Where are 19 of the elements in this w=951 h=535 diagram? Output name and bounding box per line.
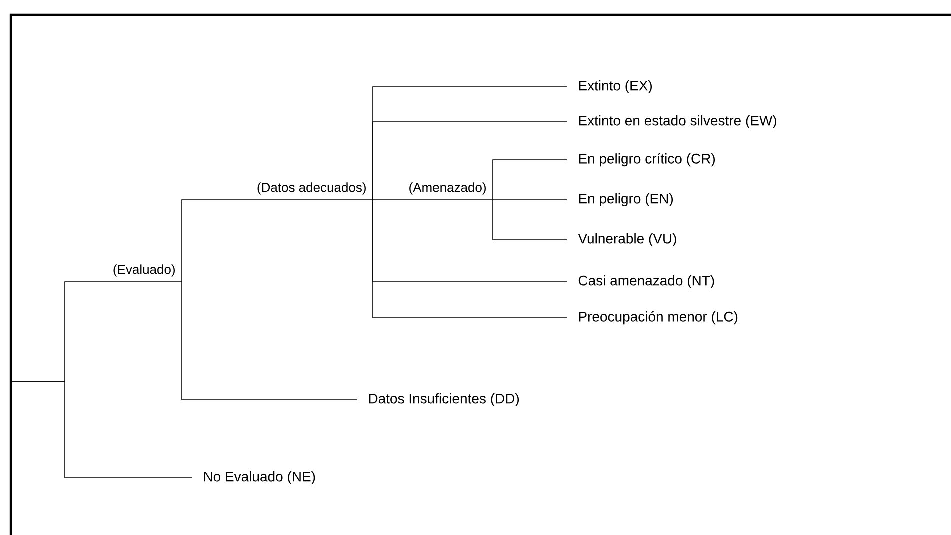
category-label: Casi amenazado (NT)	[578, 275, 714, 289]
category-label: Extinto en estado silvestre (EW)	[579, 115, 776, 129]
tree-line	[182, 200, 374, 282]
tree-line	[12, 382, 192, 478]
category-label: No Evaluado (NE)	[204, 471, 316, 485]
category-label: Extinto (EX)	[579, 80, 652, 94]
tree-line	[492, 200, 568, 240]
branch-label: (Amenazado)	[410, 182, 486, 195]
branch-label: (Datos adecuados)	[258, 182, 366, 195]
category-label: Vulnerable (VU)	[578, 233, 676, 247]
tree-line	[372, 200, 568, 318]
category-label: Preocupación menor (LC)	[579, 311, 738, 325]
category-label: Datos Insuficientes (DD)	[369, 393, 520, 407]
tree-line	[372, 122, 568, 200]
tree-line	[182, 282, 358, 400]
tree-line	[492, 160, 568, 200]
branch-label: (Evaluado)	[114, 264, 175, 277]
category-label: En peligro crítico (CR)	[579, 153, 715, 167]
category-label: En peligro (EN)	[579, 193, 673, 207]
